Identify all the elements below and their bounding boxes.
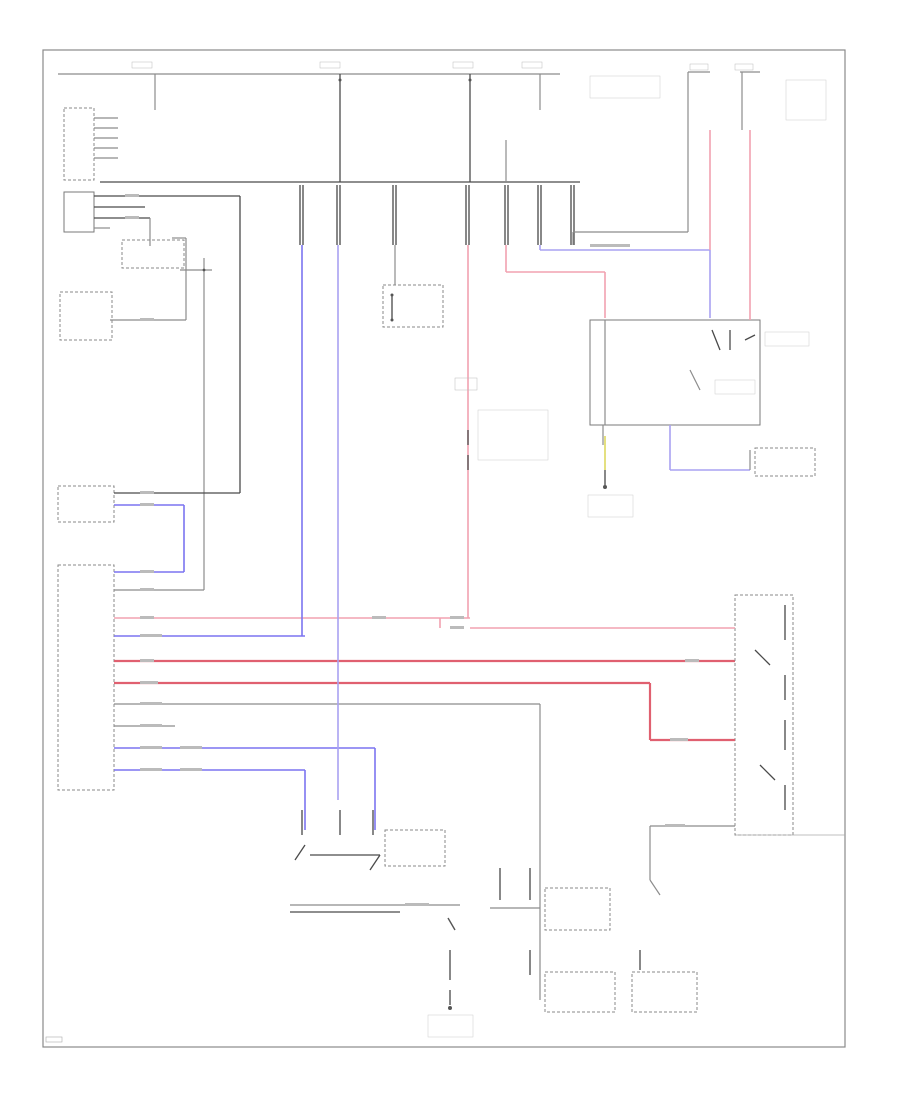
passenger-seat-belt-switch bbox=[290, 748, 460, 931]
ground-point-center bbox=[587, 470, 634, 518]
corner-label-box bbox=[45, 1036, 63, 1043]
junction-connector-center bbox=[454, 377, 549, 470]
front-seat-belt-sensor bbox=[63, 107, 241, 493]
ground-point-left bbox=[631, 879, 698, 1013]
ground-point-bottom bbox=[427, 950, 474, 1038]
diagram-frame bbox=[42, 49, 846, 1048]
power-seat-control-module bbox=[57, 485, 240, 572]
airbag-sensor-assembly bbox=[57, 564, 735, 791]
junction-connector-left bbox=[382, 284, 444, 328]
top-power-bus bbox=[58, 61, 827, 183]
fuse-labels bbox=[131, 61, 827, 121]
wire-label-marks bbox=[125, 194, 699, 906]
lower-seat-belt-buckle-switch bbox=[59, 218, 212, 590]
junction-connector-bottom bbox=[490, 704, 616, 1013]
junction-connector-lower-right bbox=[439, 594, 845, 880]
harness-drops bbox=[299, 130, 711, 800]
combination-meter bbox=[589, 130, 816, 477]
